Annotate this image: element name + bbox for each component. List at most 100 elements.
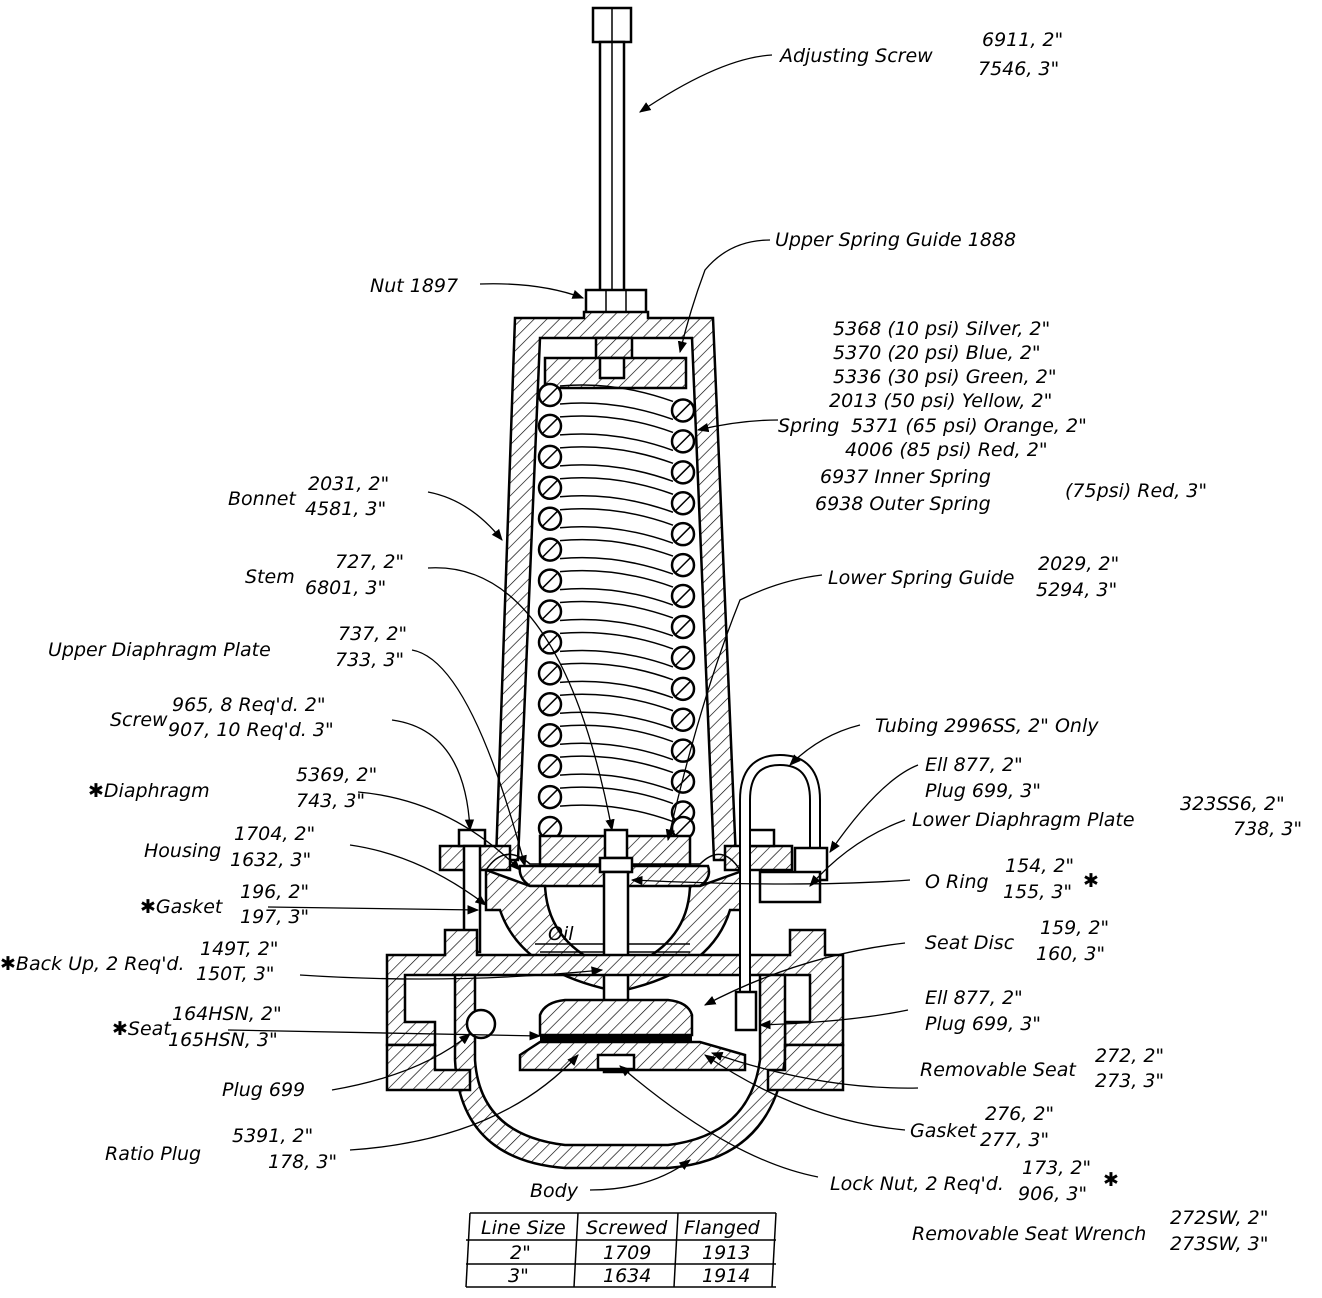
outer-spring-label: 6938 Outer Spring [815, 493, 991, 515]
leader-lines [227, 54, 919, 1191]
table-cell-r2-screwed: 1634 [603, 1265, 651, 1287]
lock-nut-label: Lock Nut, 2 Req'd. [830, 1173, 1004, 1195]
bonnet [494, 310, 738, 862]
inner-spring-label: 6937 Inner Spring [820, 466, 991, 488]
table-header-flanged: Flanged [684, 1217, 761, 1239]
ratio-plug-part-3in: 178, 3" [268, 1151, 337, 1173]
model-table: Line Size Screwed Flanged 2" 1709 1913 3… [465, 1212, 777, 1288]
seat-part-3in: 165HSN, 3" [168, 1029, 278, 1051]
gasket-upper-part-2in: 196, 2" [240, 881, 309, 903]
table-header-line-size: Line Size [481, 1217, 566, 1239]
table-cell-r1-size: 2" [510, 1242, 531, 1264]
stem-part-2in: 727, 2" [335, 551, 404, 573]
inner-outer-spring-suffix: (75psi) Red, 3" [1065, 480, 1207, 502]
gasket-upper-part-3in: 197, 3" [240, 906, 309, 928]
lower-spring-guide-label: Lower Spring Guide [828, 567, 1014, 589]
diaphragm-label: ✱Diaphragm [88, 780, 210, 802]
ratio-plug-label: Ratio Plug [105, 1143, 201, 1165]
spring-line-2: 5370 (20 psi) Blue, 2" [833, 342, 1041, 364]
ell-lower-line-1: Ell 877, 2" [925, 987, 1023, 1009]
diaphragm-part-2in: 5369, 2" [296, 764, 377, 786]
spring-line-1: 5368 (10 psi) Silver, 2" [833, 318, 1050, 340]
screw-part-3in: 907, 10 Req'd. 3" [168, 719, 334, 741]
removable-seat-part-2in: 272, 2" [1095, 1045, 1164, 1067]
removable-seat-wrench-label: Removable Seat Wrench [912, 1223, 1146, 1245]
plug-699-label: Plug 699 [222, 1079, 305, 1101]
seat [540, 1035, 692, 1042]
lock-nut-part-2in: 173, 2" [1022, 1157, 1091, 1179]
seat-disc-part-3in: 160, 3" [1036, 943, 1105, 965]
table-cell-r1-flanged: 1913 [702, 1242, 750, 1264]
bonnet-label: Bonnet [228, 488, 297, 510]
upper-diaphragm-plate-part-3in: 733, 3" [335, 649, 404, 671]
adjusting-screw [591, 6, 633, 296]
ratio-plug-part-2in: 5391, 2" [232, 1125, 313, 1147]
bonnet-part-3in: 4581, 3" [305, 498, 386, 520]
gasket-lower-label: Gasket [910, 1120, 978, 1142]
ell-lower [734, 990, 758, 1032]
table-cell-r2-flanged: 1914 [702, 1265, 750, 1287]
lock-nut-part-3in: 906, 3" [1018, 1183, 1087, 1205]
lower-diaphragm-plate-part-3in: 738, 3" [1233, 818, 1302, 840]
stem-label: Stem [245, 566, 295, 588]
body-label: Body [530, 1180, 579, 1202]
back-up-part-2in: 149T, 2" [200, 938, 279, 960]
adjusting-screw-part-3in: 7546, 3" [978, 58, 1059, 80]
upper-diaphragm-plate-label: Upper Diaphragm Plate [48, 639, 271, 661]
o-ring-part-2in: 154, 2" [1005, 855, 1074, 877]
lower-diaphragm-plate-label: Lower Diaphragm Plate [912, 809, 1135, 831]
table-cell-r2-size: 3" [508, 1265, 529, 1287]
spring [537, 382, 696, 841]
ell-lower-line-2: Plug 699, 3" [925, 1013, 1041, 1035]
back-up-part-3in: 150T, 3" [196, 963, 275, 985]
seat-disc [538, 998, 694, 1071]
ell-upper-line-1: Ell 877, 2" [925, 754, 1023, 776]
lower-spring-guide-part-2in: 2029, 2" [1038, 553, 1119, 575]
table-header-screwed: Screwed [586, 1217, 668, 1239]
housing-part-3in: 1632, 3" [230, 849, 311, 871]
spring-line-4: 2013 (50 psi) Yellow, 2" [829, 390, 1052, 412]
lower-diaphragm-plate-part-2in: 323SS6, 2" [1180, 793, 1285, 815]
gasket-upper-label: ✱Gasket [140, 896, 224, 918]
removable-seat-wrench-part-2in: 272SW, 2" [1170, 1207, 1268, 1229]
lock-nut [596, 1053, 636, 1071]
upper-diaphragm-plate-part-2in: 737, 2" [338, 623, 407, 645]
gasket-lower-part-3in: 277, 3" [980, 1129, 1049, 1151]
oil-label: Oil [548, 923, 574, 945]
tubing-label: Tubing 2996SS, 2" Only [875, 715, 1099, 737]
gasket-lower-part-2in: 276, 2" [985, 1103, 1054, 1125]
nut-label: Nut 1897 [370, 275, 458, 297]
screw-label: Screw [110, 709, 168, 731]
housing-part-2in: 1704, 2" [234, 823, 315, 845]
removable-seat-wrench-part-3in: 273SW, 3" [1170, 1233, 1268, 1255]
spring-label: Spring [778, 415, 839, 437]
screw-part-2in: 965, 8 Req'd. 2" [172, 694, 326, 716]
lock-nut-asterisk: ✱ [1103, 1169, 1119, 1191]
plug-699-circle [465, 1008, 497, 1040]
seat-disc-part-2in: 159, 2" [1040, 917, 1109, 939]
screw-bolt-right [746, 828, 776, 848]
back-up-label: ✱Back Up, 2 Req'd. [0, 953, 185, 975]
nut-1897 [584, 288, 648, 316]
bonnet-part-2in: 2031, 2" [308, 473, 389, 495]
ell-upper-line-2: Plug 699, 3" [925, 780, 1041, 802]
o-ring-label: O Ring [925, 871, 989, 893]
lower-spring-guide-part-3in: 5294, 3" [1036, 579, 1117, 601]
seat-part-2in: 164HSN, 2" [172, 1003, 282, 1025]
removable-seat-part-3in: 273, 3" [1095, 1070, 1164, 1092]
o-ring-asterisk: ✱ [1083, 870, 1099, 892]
table-cell-r1-screwed: 1709 [603, 1242, 651, 1264]
callout-labels: Adjusting Screw 6911, 2" 7546, 3" Upper … [0, 29, 1302, 1255]
valve-body [385, 928, 845, 1170]
housing-label: Housing [144, 840, 221, 862]
spring-line-3: 5336 (30 psi) Green, 2" [833, 366, 1057, 388]
stem-part-3in: 6801, 3" [305, 577, 386, 599]
upper-spring-guide-label: Upper Spring Guide 1888 [775, 229, 1016, 251]
o-ring-part-3in: 155, 3" [1003, 881, 1072, 903]
adjusting-screw-part-2in: 6911, 2" [982, 29, 1063, 51]
spring-line-5: 5371 (65 psi) Orange, 2" [851, 415, 1087, 437]
seat-disc-label: Seat Disc [925, 932, 1015, 954]
removable-seat-label: Removable Seat [920, 1059, 1077, 1081]
